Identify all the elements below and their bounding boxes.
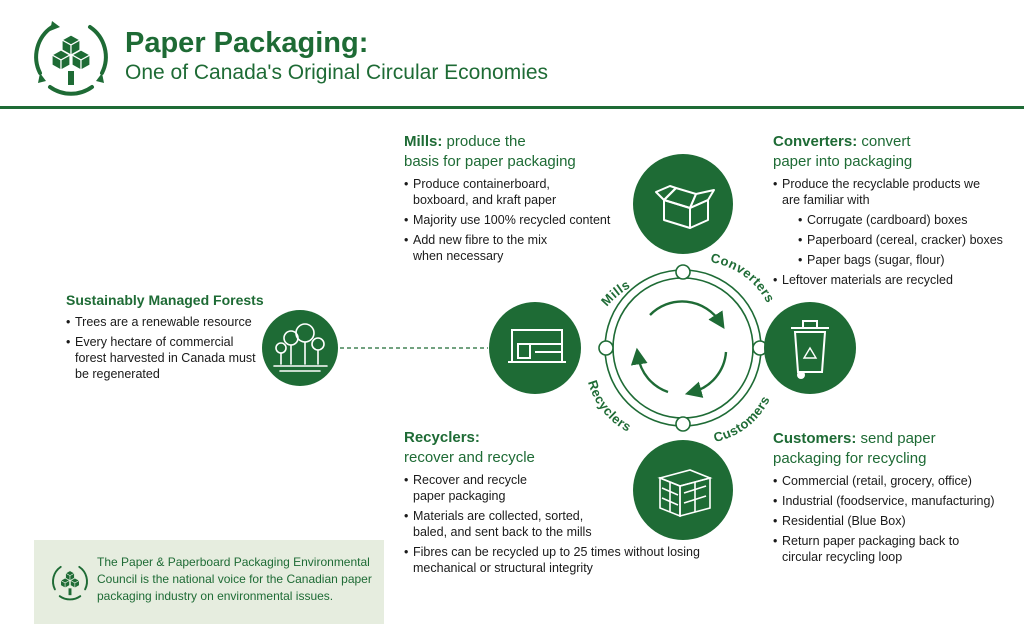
open-box-icon [655, 185, 715, 229]
council-logo-icon [52, 565, 88, 601]
converters-title-line2: paper into packaging [773, 153, 913, 170]
recyclers-bullets: Recover and recycle paper packaging Mate… [404, 472, 700, 576]
recyclers-title: Recyclers: [404, 429, 480, 446]
connector-node [675, 264, 691, 280]
recyclers-section: Recyclers: recover and recycle Recover a… [404, 428, 700, 576]
connector-node [675, 416, 691, 432]
forests-title: Sustainably Managed Forests [66, 292, 264, 308]
customers-title: Customers: send paper [773, 430, 936, 447]
converters-bullet: Produce the recyclable products we are f… [773, 176, 1003, 268]
customers-bullet: Industrial (foodservice, manufacturing) [773, 493, 1018, 509]
customers-bullet: Commercial (retail, grocery, office) [773, 473, 1018, 489]
cycle-label-customers: Customers [712, 393, 773, 445]
header-divider [0, 106, 1024, 109]
mills-section: Mills: produce the basis for paper packa… [404, 132, 644, 264]
cycle-arrow [649, 300, 725, 330]
mills-title-line2: basis for paper packaging [404, 153, 576, 170]
recyclers-node [633, 440, 733, 540]
mills-title: Mills: produce the [404, 133, 526, 150]
converters-title: Converters: convert [773, 133, 911, 150]
logo-icon [34, 21, 108, 96]
customers-bullets: Commercial (retail, grocery, office) Ind… [773, 473, 1018, 565]
outer-ring-outer [604, 269, 762, 427]
converters-section: Converters: convert paper into packaging… [773, 132, 1018, 288]
trees-icon [273, 323, 328, 372]
forests-bullet: Trees are a renewable resource [66, 314, 266, 330]
mills-bullet: Add new fibre to the mix when necessary [404, 232, 563, 264]
converters-sub-bullets: Corrugate (cardboard) boxes Paperboard (… [782, 212, 1003, 268]
paper-machine-icon [508, 329, 566, 363]
recyclers-title-line2: recover and recycle [404, 449, 535, 466]
customers-node [764, 302, 856, 394]
cycle-arrow [684, 351, 728, 398]
recyclers-bullet: Recover and recycle paper packaging [404, 472, 553, 504]
converters-node [633, 154, 733, 254]
customers-bullet: Residential (Blue Box) [773, 513, 1018, 529]
converters-sub-bullet: Paperboard (cereal, cracker) boxes [798, 232, 1003, 248]
customers-bullet: Return paper packaging back to circular … [773, 533, 992, 565]
mills-bullet: Produce containerboard, boxboard, and kr… [404, 176, 563, 208]
forests-section: Sustainably Managed Forests Trees are a … [66, 290, 266, 382]
mills-bullets: Produce containerboard, boxboard, and kr… [404, 176, 644, 264]
forests-bullet: Every hectare of commercial forest harve… [66, 334, 266, 382]
recycling-bin-icon [791, 320, 829, 379]
cycle-label-recyclers: Recyclers [585, 378, 634, 434]
recyclers-bullet: Materials are collected, sorted, baled, … [404, 508, 613, 540]
converters-bullet: Leftover materials are recycled [773, 272, 1018, 288]
customers-section: Customers: send paper packaging for recy… [773, 429, 1018, 565]
converters-sub-bullet: Corrugate (cardboard) boxes [798, 212, 987, 228]
mills-bullet: Majority use 100% recycled content [404, 212, 644, 228]
council-info-panel: The Paper & Paperboard Packaging Environ… [34, 540, 384, 624]
outer-ring-inner [612, 277, 754, 419]
paper-bale-icon [657, 469, 713, 518]
customers-title-line2: packaging for recycling [773, 450, 927, 467]
mills-node [489, 302, 581, 394]
cycle-label-converters: Converters [709, 250, 778, 305]
connector-node [598, 340, 614, 356]
converters-sub-bullet: Paper bags (sugar, flour) [798, 252, 987, 268]
cycle-arrow [630, 347, 669, 394]
converters-bullets: Produce the recyclable products we are f… [773, 176, 1018, 288]
council-info-text: The Paper & Paperboard Packaging Environ… [97, 555, 372, 603]
page-subtitle: One of Canada's Original Circular Econom… [125, 61, 549, 84]
forests-bullets: Trees are a renewable resource Every hec… [66, 314, 266, 382]
page-title: Paper Packaging: [125, 27, 369, 59]
recyclers-bullet: Fibres can be recycled up to 25 times wi… [404, 544, 713, 576]
forests-node [262, 310, 338, 386]
